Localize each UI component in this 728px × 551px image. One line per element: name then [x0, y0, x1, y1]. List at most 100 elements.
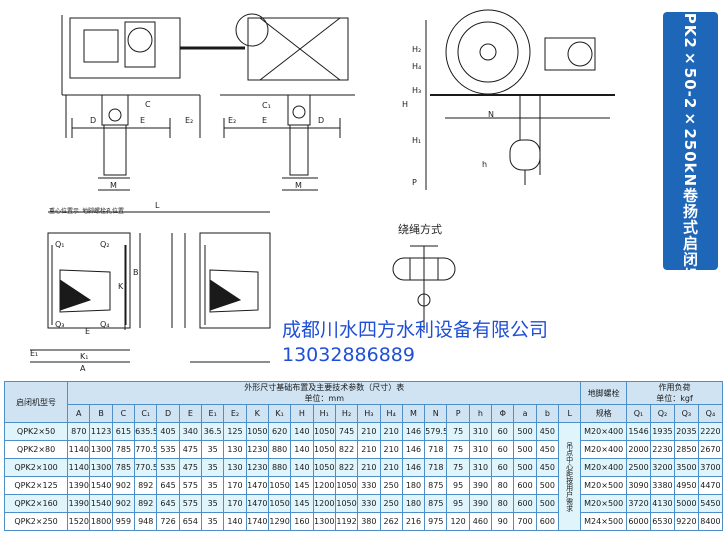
value-cell: 1050 — [312, 458, 336, 477]
value-cell: 645 — [156, 476, 180, 495]
value-cell: 600 — [535, 512, 560, 531]
dim-label-c: C — [145, 100, 151, 109]
model-cell: QPK2×125 — [3, 476, 69, 495]
value-cell: 340 — [178, 422, 203, 441]
front-view-drawing — [61, 15, 245, 191]
value-cell: 575 — [178, 494, 203, 513]
value-cell: 140 — [290, 422, 314, 441]
value-cell: 475 — [178, 458, 203, 477]
value-cell: 180 — [401, 494, 426, 513]
value-cell: 262 — [379, 512, 403, 531]
dim-label-e1: E₁ — [30, 349, 39, 358]
value-cell: 130 — [223, 458, 247, 477]
value-cell: 785 — [111, 440, 136, 459]
load-cell: 2230 — [649, 440, 675, 459]
winding-method-title: 绕绳方式 — [398, 223, 442, 236]
load-cell: 2500 — [626, 458, 651, 477]
value-cell: 60 — [491, 440, 515, 459]
value-cell: 880 — [267, 440, 292, 459]
value-cell: 90 — [491, 512, 515, 531]
dim-label-a: A — [80, 364, 86, 373]
winding-method-drawing — [392, 245, 456, 330]
value-cell: 475 — [178, 440, 203, 459]
column-header: E₁ — [201, 404, 225, 423]
value-cell: 500 — [513, 458, 537, 477]
value-cell: 310 — [468, 422, 493, 441]
dim-label-p: P — [412, 178, 417, 187]
value-cell: 1740 — [245, 512, 269, 531]
value-cell: 140 — [290, 458, 314, 477]
value-cell: 1470 — [245, 476, 269, 495]
value-cell: 1050 — [267, 494, 292, 513]
value-cell: 575 — [178, 476, 203, 495]
column-header: A — [67, 404, 91, 423]
model-cell: QPK2×80 — [3, 440, 69, 459]
value-cell: 1300 — [89, 458, 113, 477]
column-header: C — [111, 404, 136, 423]
dim-label-k1: K₁ — [80, 352, 89, 361]
value-cell: 579.5 — [424, 422, 448, 441]
column-header: H₂ — [334, 404, 359, 423]
value-cell: 450 — [535, 458, 560, 477]
load-cell: 3200 — [649, 458, 675, 477]
value-cell: 635.5 — [134, 422, 158, 441]
load-column-header: Q₄ — [697, 404, 724, 423]
load-cell: 3380 — [649, 476, 675, 495]
value-cell: 95 — [446, 476, 470, 495]
column-header: K₁ — [267, 404, 292, 423]
dim-label-n: N — [488, 110, 494, 119]
load-group-title: 作用负荷 — [658, 383, 691, 392]
value-cell: 250 — [379, 476, 403, 495]
table-header-group-row: 启闭机型号 外形尺寸基础布置及主要技术参数（尺寸）表 单位：mm 地脚螺栓 作用… — [3, 381, 723, 423]
load-column-header: Q₁ — [626, 404, 651, 423]
value-cell: 1050 — [312, 422, 336, 441]
dim-label-h: H — [402, 100, 409, 109]
value-cell: 60 — [491, 458, 515, 477]
dim-label-q2: Q₂ — [100, 240, 110, 249]
load-cell: 3500 — [673, 458, 699, 477]
dim-note-cog: 重心位置示 — [49, 208, 80, 215]
load-cell: 3700 — [697, 458, 724, 477]
load-column-header: Q₃ — [673, 404, 699, 423]
model-cell: QPK2×100 — [3, 458, 69, 477]
value-cell: 892 — [134, 476, 158, 495]
value-cell: 140 — [290, 440, 314, 459]
dim-label-h-small: h — [482, 160, 488, 169]
value-cell: 1200 — [312, 476, 336, 495]
value-cell: 1300 — [312, 512, 336, 531]
value-cell: 1520 — [67, 512, 91, 531]
column-header: C₁ — [134, 404, 158, 423]
value-cell: 902 — [111, 494, 136, 513]
load-cell: 9220 — [673, 512, 699, 531]
value-cell: 500 — [513, 422, 537, 441]
phone-watermark: 13032886889 — [282, 344, 415, 366]
dim-label-h4: H₄ — [412, 62, 422, 71]
value-cell: 745 — [334, 422, 359, 441]
column-header: D — [156, 404, 180, 423]
dim-label-h2: H₂ — [412, 45, 422, 54]
load-cell: 1935 — [649, 422, 675, 441]
load-cell: 3720 — [626, 494, 651, 513]
dim-label-d: D — [90, 116, 97, 125]
load-group-header: 作用负荷 单位：kgf — [626, 381, 723, 405]
value-cell: 210 — [357, 458, 381, 477]
value-cell: 870 — [67, 422, 91, 441]
load-cell: 4130 — [649, 494, 675, 513]
value-cell: 146 — [401, 458, 426, 477]
bolt-cell: M20×400 — [580, 422, 628, 441]
value-cell: 450 — [535, 440, 560, 459]
column-header: Φ — [491, 404, 515, 423]
value-cell: 1390 — [67, 494, 91, 513]
value-cell: 1800 — [89, 512, 113, 531]
load-group-unit: 单位：kgf — [656, 394, 693, 403]
value-cell: 500 — [535, 476, 560, 495]
dim-label-q4: Q₄ — [100, 320, 110, 329]
load-cell: 6530 — [649, 512, 675, 531]
load-cell: 2670 — [697, 440, 724, 459]
value-cell: 80 — [491, 476, 515, 495]
value-cell: 1050 — [312, 440, 336, 459]
column-header: L — [558, 404, 582, 423]
dimension-group-title: 外形尺寸基础布置及主要技术参数（尺寸）表 — [244, 383, 405, 392]
